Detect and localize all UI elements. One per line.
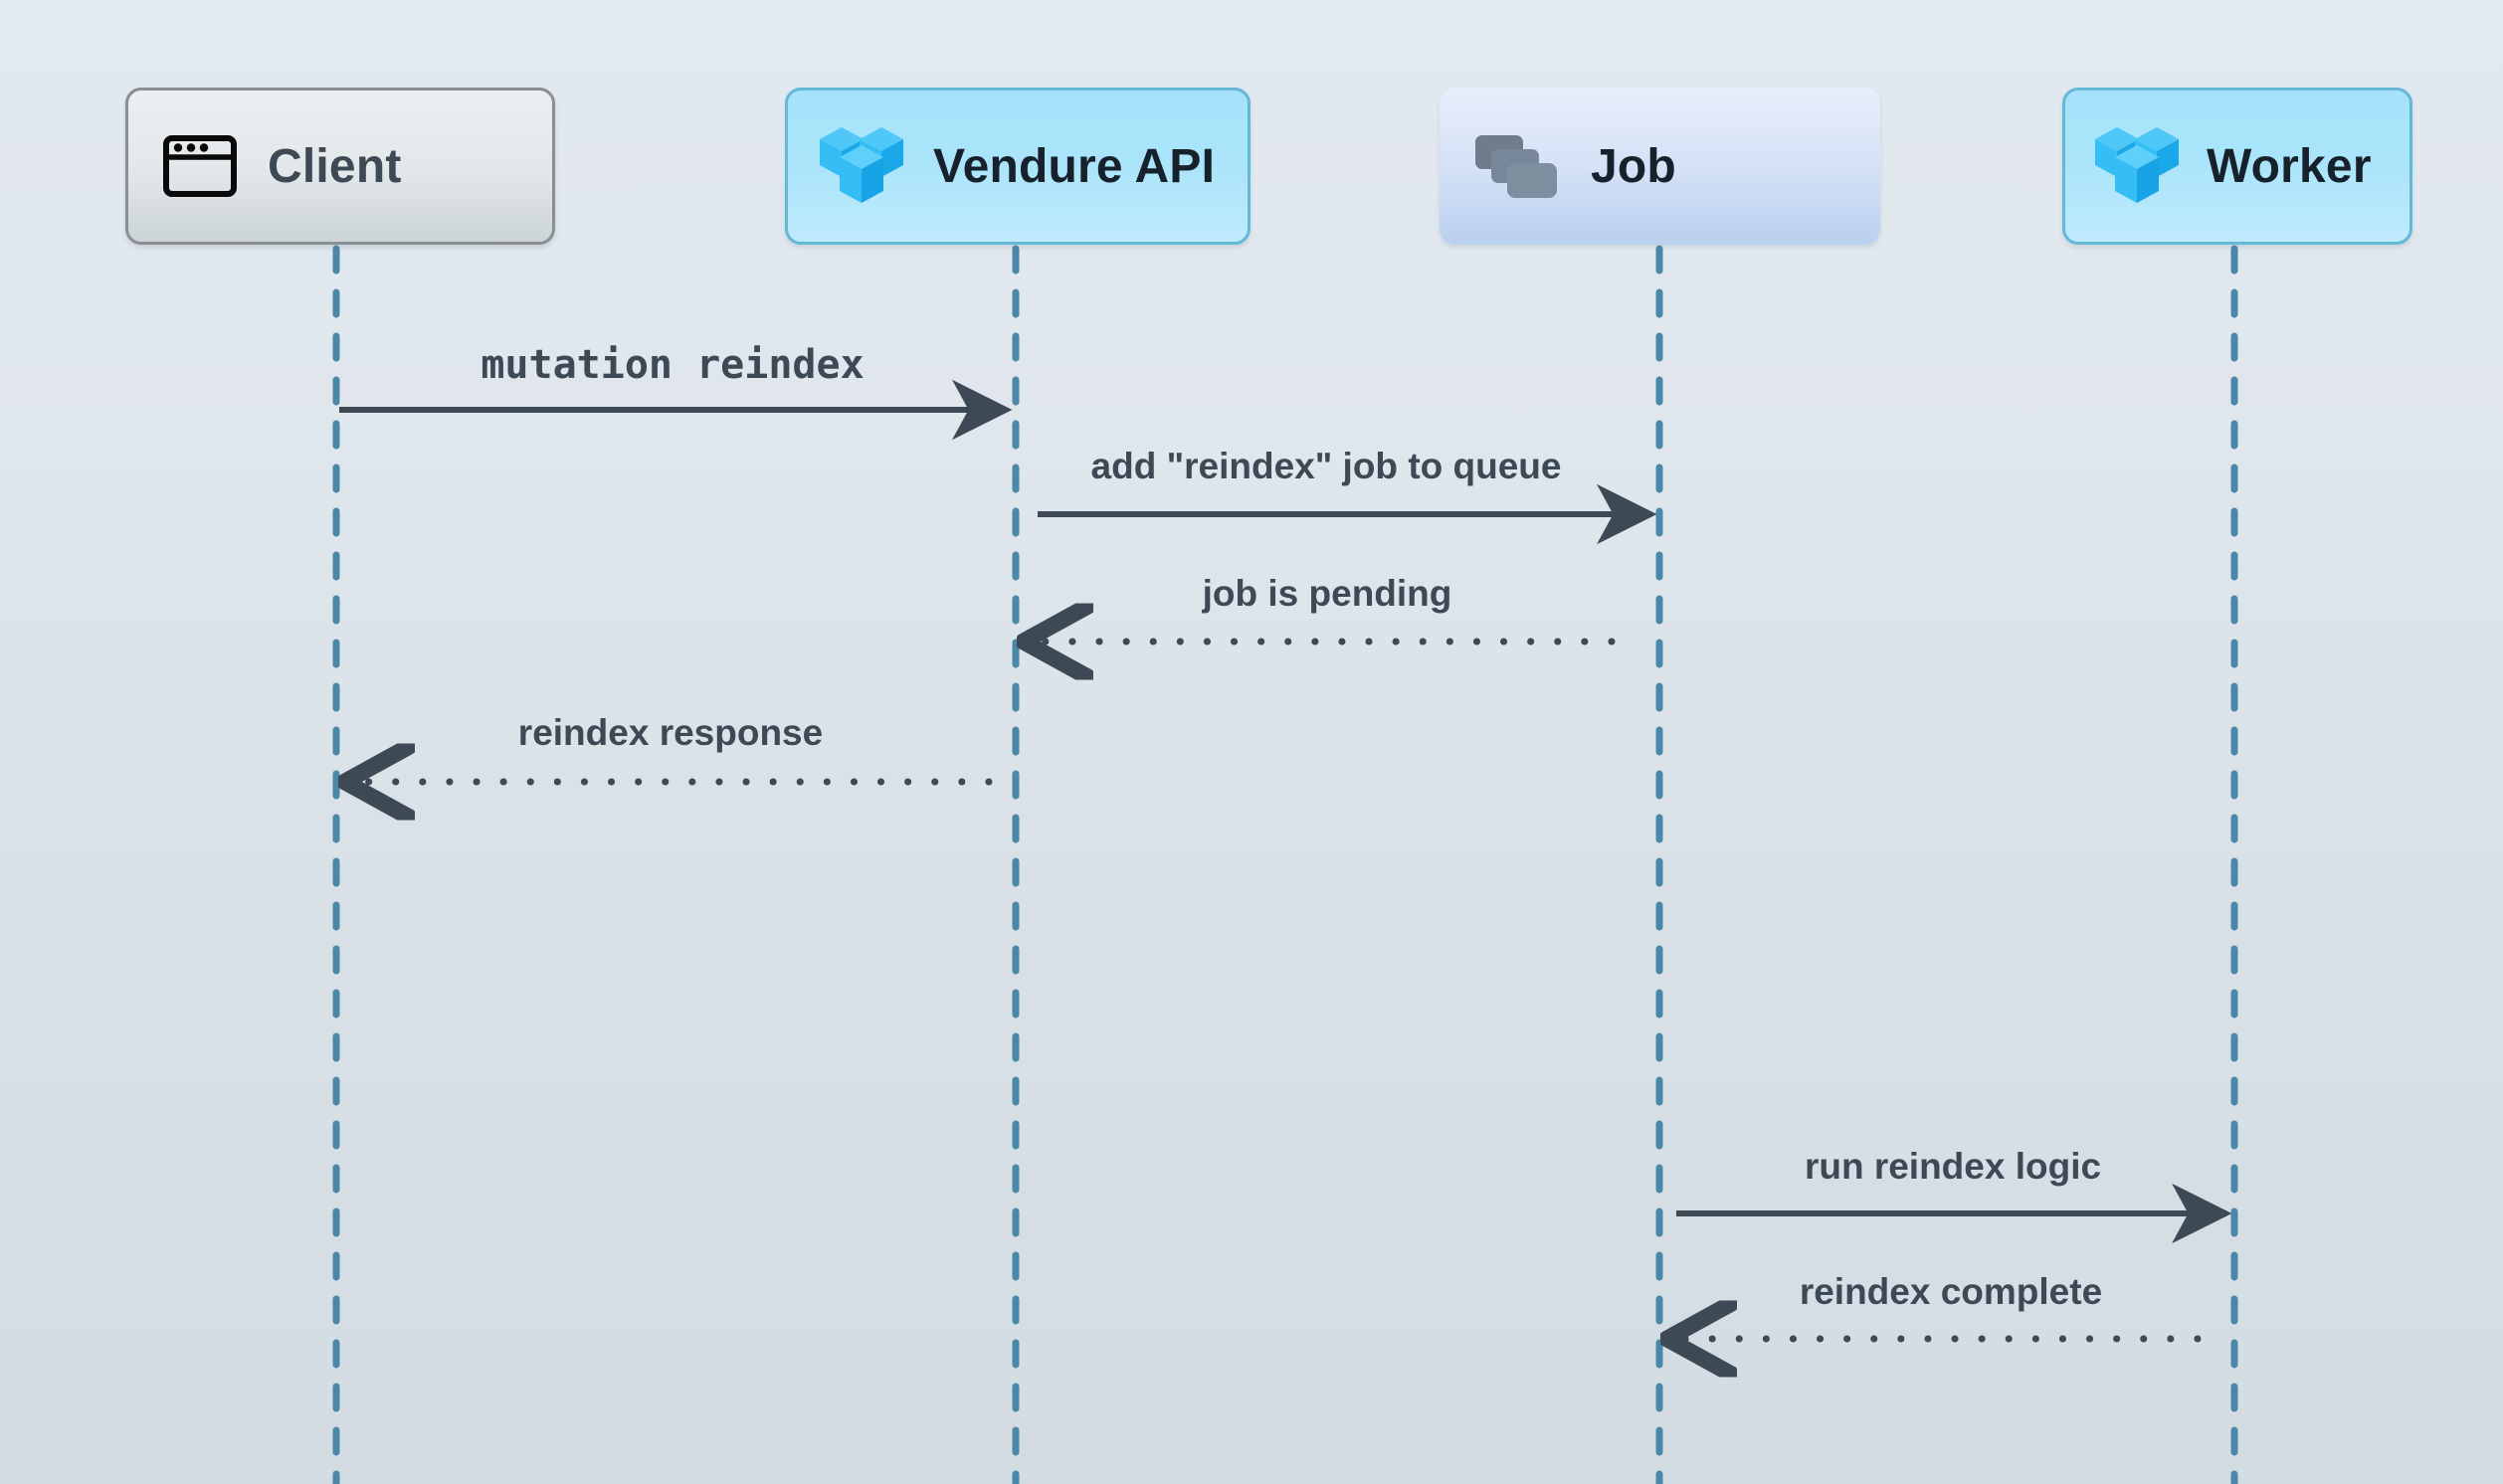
actor-label-vendure-api: Vendure API — [933, 139, 1216, 193]
message-label-1: mutation reindex — [481, 342, 865, 388]
browser-window-icon — [163, 135, 237, 197]
message-label-6: reindex complete — [1799, 1271, 2103, 1312]
stacked-cards-icon — [1475, 135, 1557, 198]
vendure-cubes-icon — [2095, 127, 2179, 203]
message-label-2: add "reindex" job to queue — [1090, 446, 1562, 486]
message-label-4: reindex response — [517, 712, 824, 753]
vendure-cubes-icon — [820, 127, 903, 203]
actor-box-job[interactable]: Job — [1440, 88, 1880, 245]
actor-box-worker[interactable]: Worker — [2062, 88, 2412, 245]
message-label-5: run reindex logic — [1804, 1146, 2102, 1187]
actor-label-client: Client — [268, 139, 402, 193]
actor-label-worker: Worker — [2207, 139, 2372, 193]
lifelines — [332, 245, 2238, 1484]
actor-box-vendure-api[interactable]: Vendure API — [785, 88, 1251, 245]
actor-label-job: Job — [1591, 139, 1676, 193]
message-arrows — [339, 379, 2232, 1339]
actor-box-client[interactable]: Client — [125, 88, 555, 245]
message-label-3: job is pending — [1202, 573, 1452, 614]
